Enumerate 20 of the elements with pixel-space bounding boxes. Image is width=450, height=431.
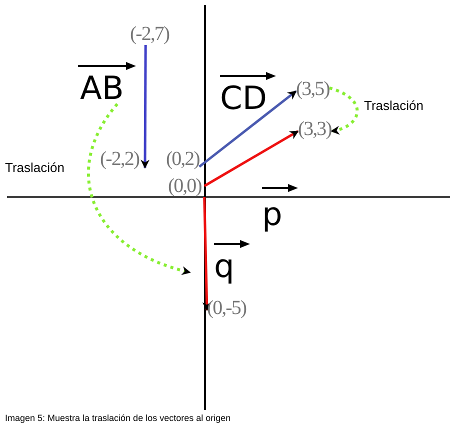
vector-label: q (190, 250, 234, 282)
vector-arrow (198, 90, 297, 168)
dotted-arrow (328, 86, 359, 134)
annotation-text: Traslación (364, 98, 424, 113)
coordinate-label: (0,2) (166, 148, 200, 170)
vector-label: p (262, 198, 282, 230)
dotted-arrow (86, 103, 191, 274)
coordinate-label: (3,3) (298, 118, 332, 140)
coordinate-label: (-2,2) (100, 148, 145, 170)
coordinate-label: (0,0) (168, 175, 204, 197)
annotation-text: Traslación (5, 160, 64, 175)
coordinate-label: (3,5) (296, 78, 330, 100)
vector-label: CD (220, 82, 267, 114)
coordinate-label: (-2,7) (130, 23, 169, 45)
vector-arrow (140, 45, 150, 169)
coordinate-label: (0,-5) (207, 297, 246, 319)
vector-arrow (204, 130, 299, 188)
vector-label: AB (80, 72, 124, 104)
vector-arrow (202, 196, 212, 312)
caption: Imagen 5: Muestra la traslación de los vectores al origen (5, 413, 231, 423)
